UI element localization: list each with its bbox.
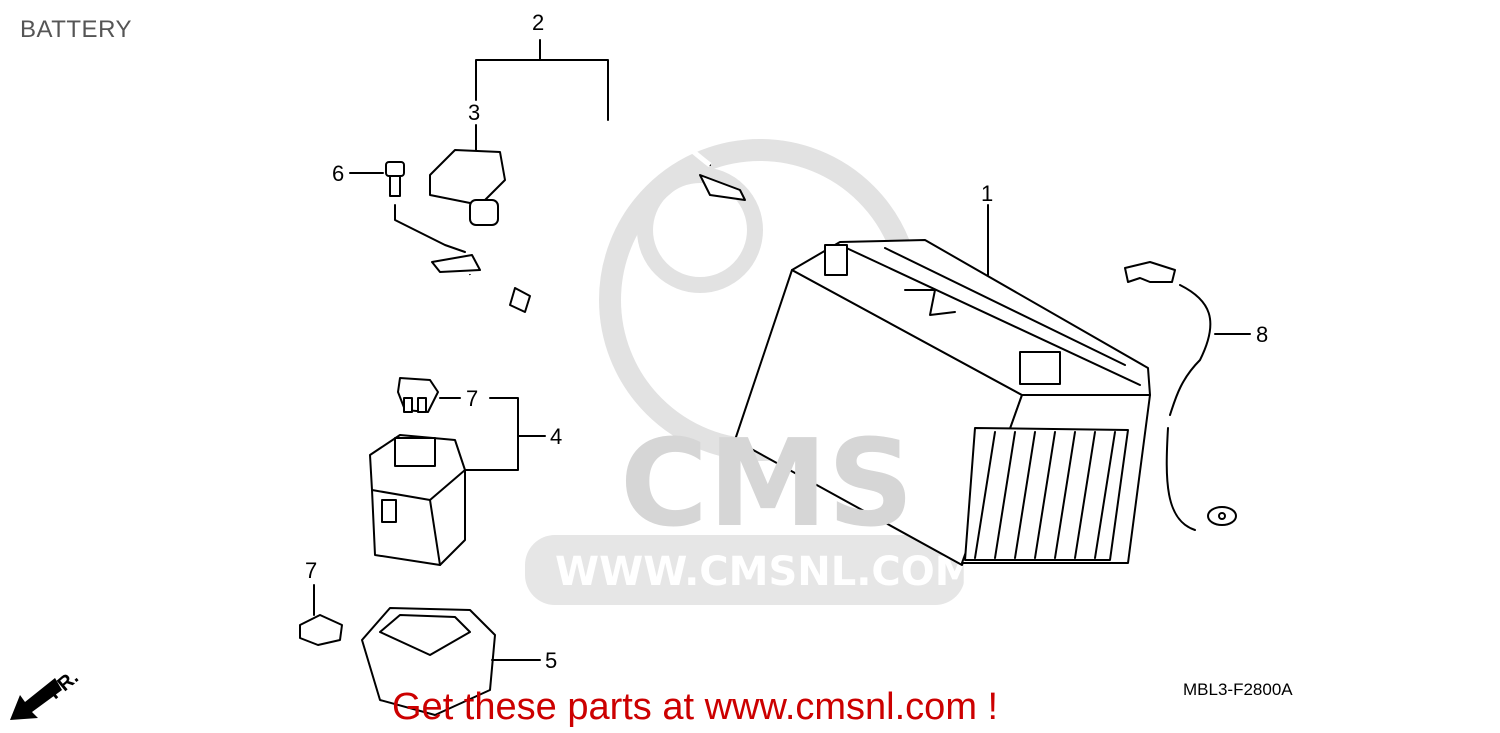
callout-8: 8 <box>1256 322 1268 347</box>
terminal-cover-part[interactable] <box>429 149 506 226</box>
promo-link[interactable]: Get these parts at www.cmsnl.com ! <box>392 686 999 728</box>
positive-cable-part[interactable] <box>431 122 746 314</box>
front-direction-arrow: FR. <box>10 666 83 720</box>
negative-cable-part[interactable] <box>1124 261 1237 531</box>
relay-cover-part[interactable] <box>361 607 496 716</box>
callout-2: 2 <box>532 10 544 35</box>
starter-relay-part[interactable] <box>369 434 466 566</box>
fuse-part[interactable] <box>397 377 439 413</box>
battery-part[interactable] <box>734 239 1151 566</box>
callout-7-top: 7 <box>466 386 478 411</box>
callout-5: 5 <box>545 648 557 673</box>
callout-3: 3 <box>468 100 480 125</box>
bolt-part[interactable] <box>385 161 466 253</box>
diagram-title: BATTERY <box>20 16 132 43</box>
callout-1: 1 <box>981 181 993 206</box>
watermark-logo: CMS <box>620 415 914 554</box>
watermark-url: WWW.CMSNL.COM <box>555 549 975 595</box>
diagram-code: MBL3-F2800A <box>1183 680 1293 699</box>
callout-4: 4 <box>550 424 562 449</box>
spare-fuse-part[interactable] <box>299 614 343 646</box>
callout-6: 6 <box>332 161 344 186</box>
leader-lines <box>313 39 1251 661</box>
callout-7-bottom: 7 <box>305 558 317 583</box>
